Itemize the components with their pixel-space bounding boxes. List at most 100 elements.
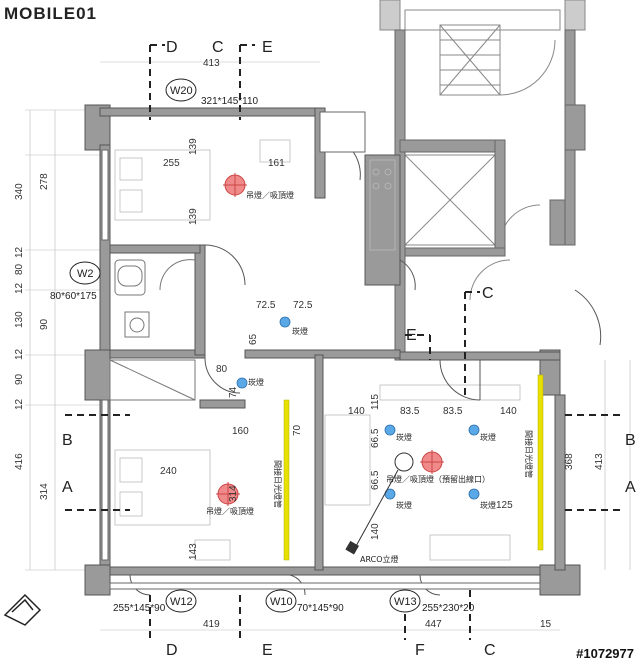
window-spec-w12: 255*145*90 [113,603,166,614]
grid-lines [65,44,620,640]
dim-left: 314 [39,483,50,500]
dim-inner: 83.5 [443,406,463,417]
dim-inner: 115 [370,394,381,410]
dim-left: 12 [14,246,25,258]
downlight-icon [236,377,248,389]
grid-label-b-right: B [625,432,636,449]
dim-left: 278 [39,173,50,190]
dim-inner: 139 [188,208,199,225]
grid-label-d-top: D [166,39,178,56]
lamp-label-bedroom2: 吊燈／吸頂燈 [206,506,254,516]
dim-inner: 72.5 [293,300,313,311]
dim-left: 130 [14,311,25,328]
left-dimensions: 340 278 12 80 12 130 90 12 90 12 416 314 [14,173,50,500]
downlight-label: 崁燈 [480,500,496,510]
dim-inner: 255 [163,158,180,169]
downlight-label: 崁燈 [292,326,308,336]
window-tag-w10: W10 [270,596,293,608]
dim-inner: 80 [216,364,228,375]
window-spec-w13: 255*230*20 [422,603,475,614]
dim-inner: 143 [188,543,199,560]
grid-label-f-bottom: F [415,642,425,659]
dim-bottom-15: 15 [540,619,552,630]
dim-inner: 140 [500,406,517,417]
window-tag-w13: W13 [394,596,417,608]
grid-label-a-left: A [62,479,73,496]
dim-inner: 66.5 [370,470,381,490]
dim-inner: 65 [248,333,259,345]
downlight-label: 崁燈 [396,432,412,442]
window-tag-w2: W2 [77,268,94,280]
window-spec-w10: 70*145*90 [297,603,344,614]
dim-inner: 66.5 [370,428,381,448]
dim-inner: 72.5 [256,300,276,311]
dim-inner: 240 [160,466,177,477]
light-pipe-label-right: 間接日光燈管 [524,430,534,478]
grid-label-c-top: C [212,39,224,56]
window-spec-w2: 80*60*175 [50,291,97,302]
dim-inner: 74 [228,386,239,398]
dim-inner: 125 [496,500,513,511]
grid-label-b-left: B [62,432,73,449]
dim-left: 90 [39,318,50,330]
light-pipe-label-left: 間接日光燈管 [273,460,283,508]
dim-left: 12 [14,348,25,360]
image-id-watermark: #1072977 [576,646,634,661]
indirect-light-strips [283,374,544,561]
site-logo: MOBILE01 [4,4,98,23]
dim-top-413: 413 [203,58,220,69]
window-spec-w20: 321*145*110 [201,96,259,107]
downlight-label: 崁燈 [396,500,412,510]
downlights [236,316,480,500]
dim-inner: 140 [370,523,381,540]
floor-lamp-label: ARCO立燈 [360,554,399,564]
dim-left: 12 [14,398,25,410]
lamp-label-bedroom1: 吊燈／吸頂燈 [246,190,294,200]
north-arrow-icon [3,593,42,626]
bathroom [109,259,196,401]
pendant-lamp-icon [216,482,240,506]
stair-walls [394,29,586,361]
pendant-lamps [216,173,444,506]
dim-inner: 140 [348,406,365,417]
dim-bottom-419: 419 [203,619,220,630]
window-tags [69,78,421,613]
downlight-icon [468,424,480,436]
dim-inner: 161 [268,158,285,169]
dim-bottom-447: 447 [425,619,442,630]
dim-left: 90 [14,373,25,385]
dim-left: 416 [14,453,25,470]
downlight-icon [384,424,396,436]
window-tag-w20: W20 [170,85,193,97]
pendant-lamp-icon [223,173,247,197]
dim-inner: 70 [292,424,303,436]
grid-label-c-mid: C [482,285,494,302]
grid-label-a-right: A [625,479,636,496]
downlight-icon [279,316,291,328]
dim-right-368: 368 [564,453,575,470]
doors [129,134,602,596]
dim-left: 12 [14,282,25,294]
downlight-label: 崁燈 [248,377,264,387]
downlight-label: 崁燈 [480,432,496,442]
dim-left: 80 [14,263,25,275]
window-tag-w12: W12 [170,596,193,608]
exterior-walls [84,104,581,596]
downlight-icon [468,488,480,500]
dim-left: 340 [14,183,25,200]
windows [101,111,541,590]
grid-label-e-mid: E [406,327,417,344]
dim-inner: 139 [188,138,199,155]
lamp-label-living: 吊燈／吸頂燈（預留出線口） [386,474,490,484]
arco-floor-lamp-icon [345,452,414,555]
grid-label-e-bottom: E [262,642,273,659]
dim-right-413: 413 [594,453,605,470]
dim-inner: 314 [228,485,239,502]
dim-inner: 83.5 [400,406,420,417]
dim-inner: 160 [232,426,249,437]
pendant-lamp-icon [420,450,444,474]
grid-label-e-top: E [262,39,273,56]
furniture [114,139,521,561]
